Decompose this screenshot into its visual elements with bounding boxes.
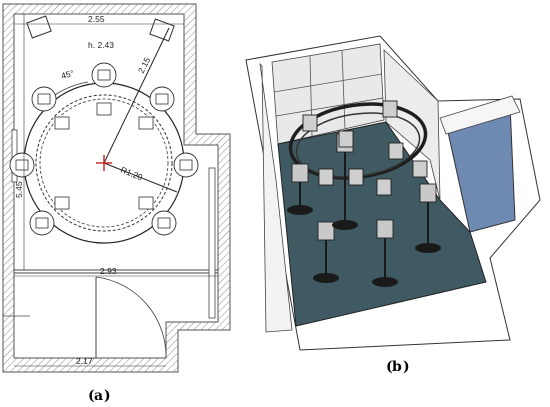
caption-b-letter: b <box>392 359 402 375</box>
inner-speaker-box <box>96 102 112 116</box>
corner-speaker-left <box>26 15 52 39</box>
inner-speaker-box <box>138 196 154 210</box>
angle-arc <box>54 81 89 96</box>
hanging-speaker-3d <box>302 114 318 132</box>
window-frame-right <box>208 167 216 319</box>
label-angle: 45° <box>60 68 75 81</box>
label-diagonal: 2.15 <box>136 55 153 75</box>
door-swing-arc <box>95 276 167 359</box>
center-mark <box>96 155 112 171</box>
inner-speaker-box <box>138 116 154 130</box>
hanging-speaker-3d <box>376 178 392 196</box>
speaker-box <box>157 217 171 229</box>
corner-speaker-right <box>149 18 175 42</box>
speaker-box-3d <box>291 163 309 183</box>
hanging-speaker-3d <box>318 168 334 186</box>
caption-a-close: ) <box>104 388 111 404</box>
speaker-box-3d <box>419 183 437 203</box>
diagonal-distance-line <box>103 27 170 164</box>
left-wall <box>259 62 293 333</box>
hanging-speaker-3d <box>382 100 398 118</box>
plan-walls <box>2 3 231 373</box>
speaker-box <box>35 217 49 229</box>
label-width-mid: 2.93 <box>100 266 117 276</box>
speaker-box <box>37 93 51 105</box>
caption-b-close: ) <box>403 359 410 375</box>
speaker-box <box>155 93 169 105</box>
panel-b-3d-view: ( b ) <box>245 35 541 375</box>
label-length-side: 5.45 <box>14 181 24 198</box>
inner-speaker-box <box>54 116 70 130</box>
hanging-speaker-3d <box>388 142 404 160</box>
speaker-box <box>179 159 193 171</box>
label-width-bottom: 2.17 <box>76 356 93 366</box>
speaker-box-3d <box>317 221 335 241</box>
caption-a-letter: a <box>94 388 103 404</box>
label-radius: R1.20 <box>119 165 144 183</box>
speakers-3d <box>287 100 441 287</box>
back-wall <box>271 43 385 145</box>
caption-a-open: ( <box>88 388 95 404</box>
speaker-stands <box>9 62 199 236</box>
window-header <box>439 95 521 135</box>
inner-speaker-box <box>54 196 70 210</box>
speaker-box <box>15 159 29 171</box>
panel-a-floor-plan: 2.55 h. 2.43 2.15 45° R1.20 5.45 2.93 2.… <box>2 3 231 404</box>
label-width-top: 2.55 <box>88 14 105 24</box>
speaker-box-3d <box>376 219 394 239</box>
hanging-speaker-3d <box>338 130 354 148</box>
inner-dashed-circle-2 <box>39 98 169 228</box>
caption-b-open: ( <box>386 359 393 375</box>
speaker-box <box>97 69 111 81</box>
hanging-speaker-3d <box>412 160 428 178</box>
inner-dashed-circle <box>35 94 173 232</box>
label-height: h. 2.43 <box>88 40 114 50</box>
hanging-speaker-3d <box>348 168 364 186</box>
radius-line <box>103 162 178 193</box>
